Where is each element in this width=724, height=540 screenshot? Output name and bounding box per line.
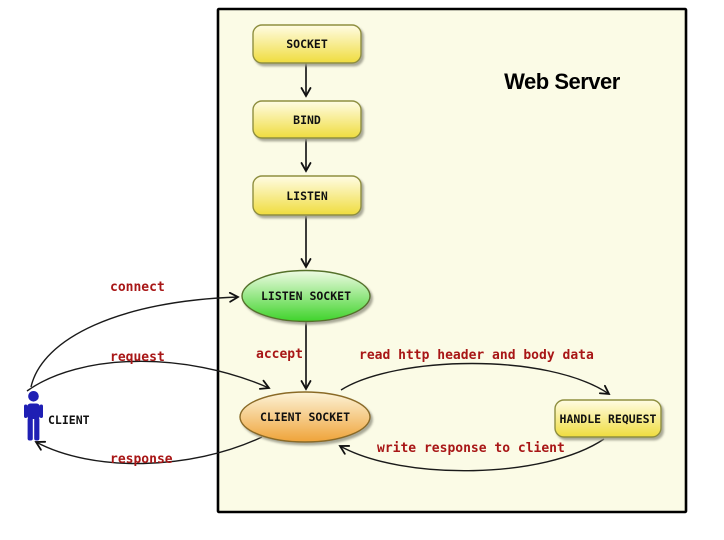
node-client-socket-shape (239, 391, 371, 443)
edge-labels: connect request response accept read htt… (110, 280, 594, 467)
node-listen-socket-label: LISTEN SOCKET (261, 289, 351, 303)
edges (26, 63, 609, 472)
person-right-arm (39, 404, 43, 418)
node-handle-request: HANDLE REQUEST (554, 399, 662, 438)
node-bind-shape (252, 100, 362, 139)
edge-request (26, 360, 269, 392)
node-handle-request-label: HANDLE REQUEST (560, 412, 657, 426)
edge-read-http (340, 362, 609, 395)
person-left-leg (27, 417, 33, 441)
client-actor-label: CLIENT (48, 413, 90, 427)
person-head (28, 391, 39, 402)
edge-label-accept: accept (256, 347, 303, 362)
node-handle-request-shape (554, 399, 662, 438)
person-icon (24, 391, 43, 441)
node-socket-label: SOCKET (286, 37, 328, 51)
node-bind-label: BIND (293, 113, 321, 127)
web-server-title: Web Server (504, 69, 621, 94)
edge-response (36, 436, 263, 465)
edge-label-request: request (110, 350, 165, 365)
node-client-socket: CLIENT SOCKET (239, 391, 371, 443)
person-torso (27, 403, 40, 419)
node-listen-socket-shape (241, 269, 371, 323)
person-left-arm (24, 404, 28, 418)
node-client-socket-label: CLIENT SOCKET (260, 410, 350, 424)
node-listen: LISTEN (252, 175, 362, 216)
edge-label-connect: connect (110, 280, 165, 295)
edge-write-response (340, 438, 605, 472)
edge-label-write-response: write response to client (377, 441, 565, 456)
client-actor: CLIENT (24, 391, 90, 441)
node-bind: BIND (252, 100, 362, 139)
node-socket-shape (252, 24, 362, 64)
edge-connect (30, 297, 238, 388)
node-listen-socket: LISTEN SOCKET (241, 269, 371, 323)
node-socket: SOCKET (252, 24, 362, 64)
person-right-leg (34, 417, 40, 441)
nodes: SOCKET BIND LISTEN LISTEN SOCKET CLIENT … (239, 24, 662, 443)
edge-label-read-http: read http header and body data (359, 348, 594, 363)
node-listen-shape (252, 175, 362, 216)
node-listen-label: LISTEN (286, 189, 328, 203)
edge-label-response: response (110, 452, 173, 467)
